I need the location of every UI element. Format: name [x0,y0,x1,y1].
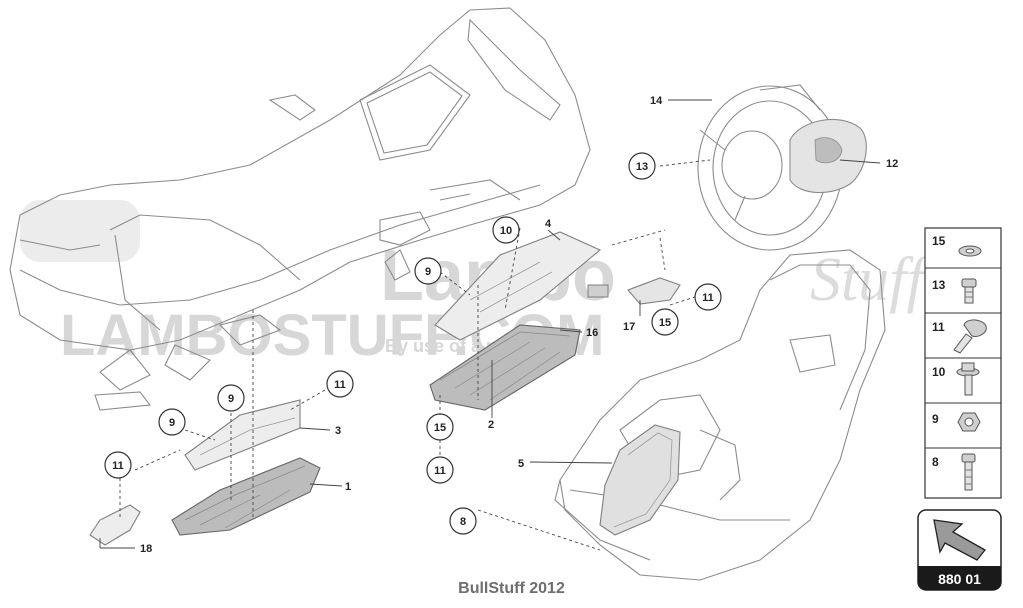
svg-text:8: 8 [932,455,939,469]
callout-11: 11 [104,451,132,479]
svg-text:9: 9 [228,393,234,405]
part-label-3: 3 [335,425,341,437]
bracket-18-illustration [89,504,141,546]
callout-11: 11 [694,283,722,311]
callout-15: 15 [426,413,454,441]
reference-badge: 880 01 [917,509,1002,591]
legend-row-15: 15 [932,234,982,257]
callout-8: 8 [449,507,477,535]
svg-text:9: 9 [425,266,431,278]
direction-arrow-icon [933,519,986,561]
airbag-module-1-illustration [171,457,321,536]
footer-credit: BullStuff 2012 [458,580,565,597]
bracket-4-illustration [434,231,602,341]
part-label-4: 4 [545,218,552,230]
callout-9: 9 [414,257,442,285]
dashboard-illustration [9,7,591,411]
bracket-3-illustration [184,399,301,471]
part-label-16: 16 [586,327,598,339]
svg-text:9: 9 [932,412,939,426]
part-label-14: 14 [650,95,663,107]
legend-row-11: 11 [932,319,987,354]
long-bolt-icon [961,453,976,491]
bracket-17-illustration [627,277,681,305]
callout-11: 11 [326,370,354,398]
callout-10: 10 [492,216,520,244]
flange-bolt-icon [956,362,980,396]
svg-text:11: 11 [434,465,446,477]
legend-row-9: 9 [932,412,981,432]
watermark-script: Stuff [810,246,931,314]
svg-text:13: 13 [932,278,946,292]
airbag-module-illustration [789,119,867,194]
svg-text:11: 11 [334,379,346,391]
fastener-legend: 15 13 11 10 [924,227,1002,499]
airbag-module-2-illustration [429,324,581,411]
callout-11: 11 [426,456,454,484]
callout-9: 9 [158,408,186,436]
hex-nut-icon [957,412,981,432]
callout-9: 9 [217,384,245,412]
svg-text:8: 8 [460,516,466,528]
svg-text:10: 10 [500,225,512,237]
callout-15: 15 [651,308,679,336]
part-label-1: 1 [345,481,351,493]
svg-text:13: 13 [636,161,648,173]
seat-airbag-illustration [599,424,681,536]
part-label-18: 18 [140,543,152,555]
svg-text:15: 15 [932,234,946,248]
short-bolt-icon [961,278,977,304]
part-label-2: 2 [488,419,494,431]
svg-text:880 01: 880 01 [938,571,981,587]
svg-text:15: 15 [659,317,671,329]
svg-text:10: 10 [932,365,946,379]
washer-icon [958,245,982,257]
svg-text:15: 15 [434,422,446,434]
svg-text:11: 11 [932,320,945,334]
clip-16-illustration [587,284,609,298]
legend-row-8: 8 [932,453,976,491]
part-label-5: 5 [518,458,524,470]
round-head-screw-icon [953,319,987,354]
svg-text:11: 11 [112,460,124,472]
legend-row-10: 10 [932,362,980,396]
legend-row-13: 13 [932,278,977,304]
leader-lines [99,99,881,551]
svg-text:11: 11 [702,292,714,304]
svg-text:9: 9 [169,417,175,429]
part-label-12: 12 [886,158,898,170]
part-label-17: 17 [623,321,635,333]
callout-13: 13 [628,152,656,180]
